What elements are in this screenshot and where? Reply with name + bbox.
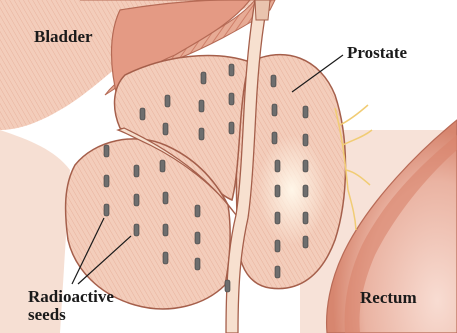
radioactive-seed-icon (199, 128, 204, 140)
radioactive-seed-icon (272, 104, 277, 116)
prostate-label: Prostate (347, 44, 407, 62)
radioactive-seed-icon (303, 134, 308, 146)
radioactive-seed-icon (225, 280, 230, 292)
radioactive-seed-icon (303, 185, 308, 197)
radioactive-seed-icon (195, 258, 200, 270)
radioactive-seed-icon (275, 160, 280, 172)
radioactive-seed-icon (104, 175, 109, 187)
radioactive-seed-icon (229, 64, 234, 76)
radioactive-seed-icon (275, 185, 280, 197)
radioactive-seed-icon (271, 75, 276, 87)
radioactive-seed-icon (275, 212, 280, 224)
bladder-label: Bladder (34, 28, 93, 46)
radioactive-seed-icon (134, 224, 139, 236)
radioactive-seed-icon (229, 93, 234, 105)
radioactive-seed-icon (195, 205, 200, 217)
rectum-label: Rectum (360, 289, 417, 307)
radioactive-seed-icon (140, 108, 145, 120)
radioactive-seed-icon (163, 224, 168, 236)
radioactive-seed-icon (303, 212, 308, 224)
radioactive-seed-icon (272, 132, 277, 144)
radioactive-seed-icon (165, 95, 170, 107)
radioactive-seed-icon (163, 252, 168, 264)
radioactive-seed-icon (201, 72, 206, 84)
radioactive-seed-icon (160, 160, 165, 172)
radioactive-seed-icon (104, 204, 109, 216)
radioactive-seed-icon (134, 165, 139, 177)
radioactive-seed-icon (275, 266, 280, 278)
radioactive-seed-icon (303, 106, 308, 118)
radioactive-seed-icon (134, 194, 139, 206)
radioactive-seeds-label-line1: Radioactive (28, 288, 114, 306)
radioactive-seed-icon (229, 122, 234, 134)
radioactive-seed-icon (199, 100, 204, 112)
radioactive-seeds-label-line2: seeds (28, 306, 66, 324)
radioactive-seed-icon (303, 236, 308, 248)
urethra-entry (255, 0, 270, 20)
radioactive-seed-icon (163, 123, 168, 135)
radioactive-seed-icon (195, 232, 200, 244)
radioactive-seed-icon (303, 160, 308, 172)
radioactive-seed-icon (163, 192, 168, 204)
radioactive-seed-icon (275, 240, 280, 252)
radioactive-seed-icon (104, 145, 109, 157)
